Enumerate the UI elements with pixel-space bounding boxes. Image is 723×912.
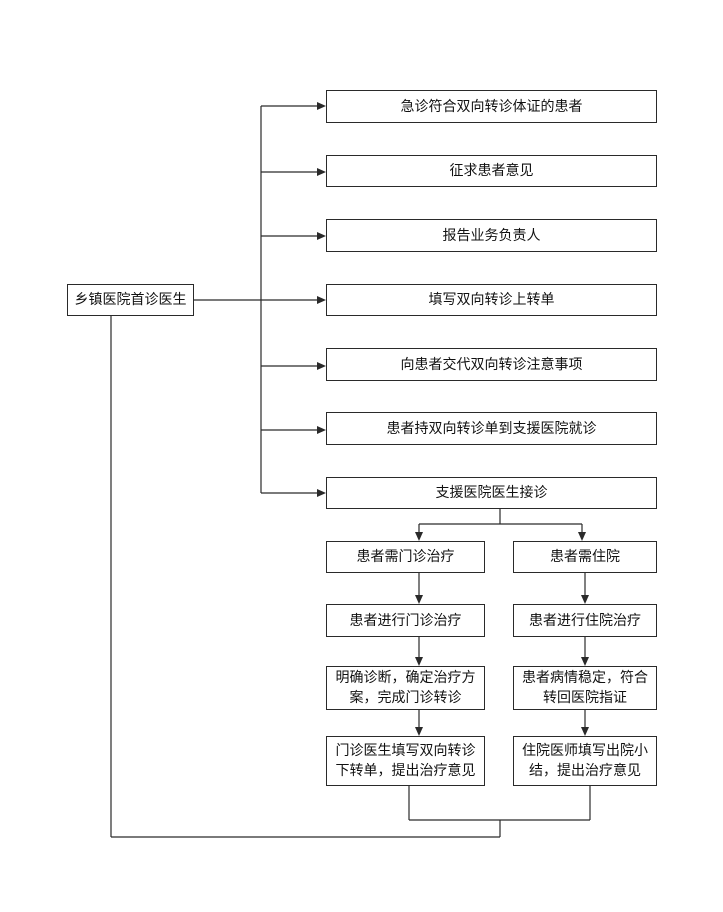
- origin-box: 乡镇医院首诊医生: [67, 284, 194, 316]
- arrow-head-2: [317, 168, 326, 176]
- step-label-2: 征求患者意见: [449, 163, 534, 179]
- inpatient-label-3: 患者病情稳定，符合转回医院指证: [522, 670, 648, 706]
- inpatient-label-2: 患者进行住院治疗: [529, 612, 641, 629]
- inpatient-label-4: 住院医师填写出院小结，提出治疗意见: [522, 743, 648, 779]
- step-label-3: 报告业务负责人: [442, 227, 541, 244]
- step-label-6: 患者持双向转诊单到支援医院就诊: [386, 420, 597, 437]
- inpatient-box-3: 患者病情稳定，符合转回医院指证: [513, 666, 657, 710]
- right-arrow-head-2: [581, 657, 589, 666]
- left-arrow-head-3: [415, 727, 423, 736]
- arrow-head-1: [317, 102, 326, 110]
- step-box-2: 征求患者意见: [326, 155, 657, 187]
- right-arrow-head-1: [581, 595, 589, 604]
- left-arrow-head-2: [415, 657, 423, 666]
- outpatient-label-3: 明确诊断，确定治疗方案，完成门诊转诊: [335, 670, 476, 706]
- outpatient-box-1: 患者需门诊治疗: [326, 541, 485, 573]
- inpatient-box-1: 患者需住院: [513, 541, 657, 573]
- step-label-7: 支援医院医生接诊: [435, 485, 548, 501]
- outpatient-box-3: 明确诊断，确定治疗方案，完成门诊转诊: [326, 666, 485, 710]
- arrow-head-5: [317, 362, 326, 370]
- inpatient-label-1: 患者需住院: [550, 549, 620, 565]
- step-label-1: 急诊符合双向转诊体证的患者: [400, 98, 583, 115]
- origin-label: 乡镇医院首诊医生: [74, 292, 187, 308]
- step-box-1: 急诊符合双向转诊体证的患者: [326, 90, 657, 123]
- outpatient-box-4: 门诊医生填写双向转诊下转单，提出治疗意见: [326, 736, 485, 786]
- left-arrow-head-1: [415, 595, 423, 604]
- step-box-5: 向患者交代双向转诊注意事项: [326, 348, 657, 381]
- outpatient-label-4: 门诊医生填写双向转诊下转单，提出治疗意见: [335, 743, 476, 779]
- step-label-4: 填写双向转诊上转单: [428, 292, 555, 308]
- outpatient-label-1: 患者需门诊治疗: [356, 549, 455, 565]
- arrow-head-7: [317, 489, 326, 497]
- inpatient-box-4: 住院医师填写出院小结，提出治疗意见: [513, 736, 657, 786]
- arrow-head-4: [317, 296, 326, 304]
- inpatient-box-2: 患者进行住院治疗: [513, 604, 657, 637]
- outpatient-box-2: 患者进行门诊治疗: [326, 604, 485, 637]
- step-label-5: 向患者交代双向转诊注意事项: [400, 356, 583, 373]
- step-box-4: 填写双向转诊上转单: [326, 284, 657, 316]
- right-arrow-head-3: [581, 727, 589, 736]
- arrow-head-3: [317, 232, 326, 240]
- outpatient-label-2: 患者进行门诊治疗: [349, 612, 462, 629]
- step-box-6: 患者持双向转诊单到支援医院就诊: [326, 412, 657, 445]
- split-left-head: [415, 532, 423, 541]
- arrow-head-6: [317, 426, 326, 434]
- split-right-head: [578, 532, 586, 541]
- step-box-7: 支援医院医生接诊: [326, 477, 657, 509]
- step-box-3: 报告业务负责人: [326, 219, 657, 252]
